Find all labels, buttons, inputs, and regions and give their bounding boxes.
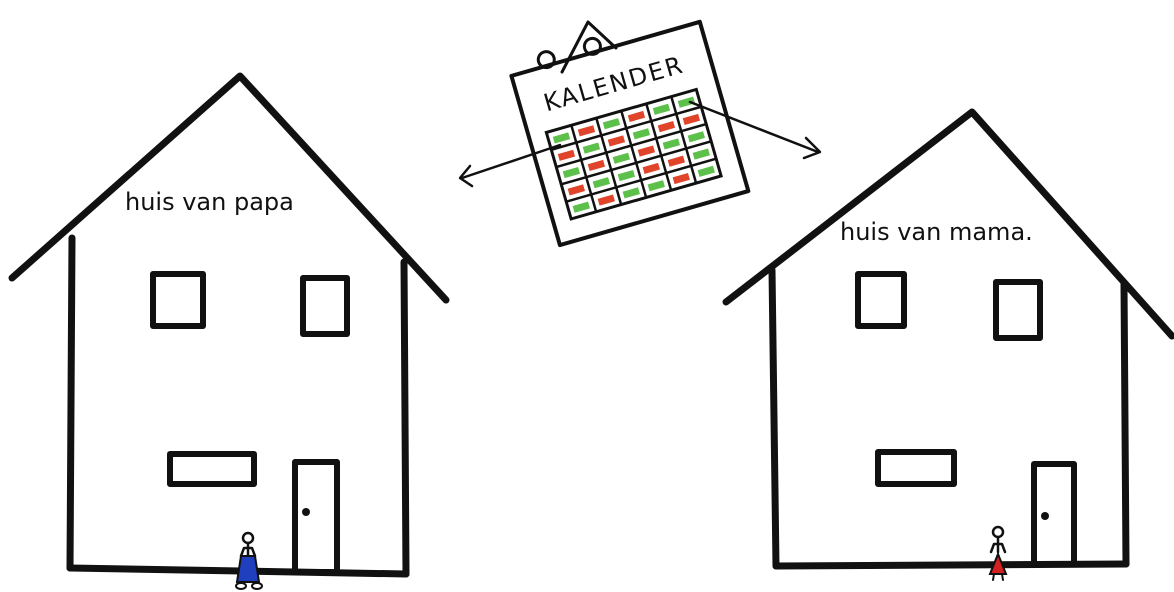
- calendar-day-mark: [568, 184, 585, 195]
- calendar-day-mark: [608, 135, 625, 146]
- calendar-day-mark: [598, 194, 615, 205]
- house-papa-wall-left: [70, 238, 72, 568]
- calendar-day-mark: [663, 138, 680, 149]
- calendar-day-mark: [643, 163, 660, 174]
- house-papa: huis van papa: [12, 76, 446, 589]
- calendar-day-mark: [648, 180, 665, 191]
- house-papa-wall-right: [404, 262, 406, 574]
- calendar-day-mark: [588, 160, 605, 171]
- calendar-day-mark: [693, 148, 710, 159]
- house-mama-window-wide: [878, 452, 954, 484]
- house-papa-label: huis van papa: [125, 188, 294, 216]
- calendar-day-mark: [593, 177, 610, 188]
- house-mama-label: huis van mama.: [840, 218, 1033, 246]
- calendar-day-mark: [633, 128, 650, 139]
- calendar-day-mark: [558, 150, 575, 161]
- house-papa-window-right: [303, 278, 347, 334]
- child-figure-papa: [236, 533, 262, 589]
- calendar-day-mark: [623, 187, 640, 198]
- house-mama-window-right: [996, 282, 1040, 338]
- arrow-to-mama: [690, 102, 820, 158]
- house-papa-door: [295, 462, 337, 572]
- calendar-day-mark: [673, 173, 690, 184]
- arrow-to-papa: [460, 145, 560, 186]
- calendar: KALENDER: [460, 8, 820, 245]
- calendar-day-mark: [573, 202, 590, 213]
- child-figure-mama: [990, 527, 1006, 580]
- house-mama: huis van mama.: [726, 112, 1172, 580]
- house-papa-doorknob: [302, 508, 310, 516]
- calendar-day-mark: [658, 121, 675, 132]
- house-mama-wall-right: [1124, 284, 1126, 564]
- calendar-day-mark: [613, 153, 630, 164]
- calendar-day-mark: [628, 111, 645, 122]
- calendar-day-mark: [668, 156, 685, 167]
- house-mama-doorknob: [1041, 512, 1049, 520]
- calendar-day-mark: [698, 166, 715, 177]
- house-papa-window-wide: [170, 454, 254, 484]
- calendar-day-mark: [618, 170, 635, 181]
- calendar-day-mark: [553, 132, 570, 143]
- calendar-day-mark: [563, 167, 580, 178]
- child-papa-clothes: [237, 556, 259, 582]
- house-mama-wall-left: [772, 270, 776, 566]
- house-mama-door: [1034, 464, 1074, 564]
- calendar-day-mark: [603, 118, 620, 129]
- calendar-day-mark: [578, 125, 595, 136]
- calendar-day-mark: [583, 143, 600, 154]
- calendar-day-mark: [683, 114, 700, 125]
- calendar-day-mark: [638, 146, 655, 157]
- calendar-day-mark: [688, 131, 705, 142]
- house-papa-window-left: [153, 274, 203, 326]
- calendar-day-mark: [653, 104, 670, 115]
- house-mama-window-left: [858, 274, 904, 326]
